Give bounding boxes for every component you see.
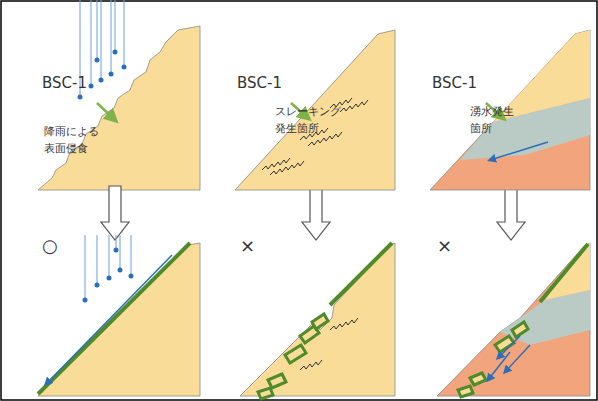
- cause-note: 降雨による 表面侵食: [44, 124, 106, 157]
- cause-note: 湧水発生 箇所: [470, 104, 528, 137]
- slope-id: BSC-1: [237, 72, 282, 95]
- result-mark: ×: [437, 232, 452, 259]
- result-mark: ○: [42, 232, 58, 259]
- cause-note: スレーキング 発生箇所: [275, 104, 353, 137]
- slope-id: BSC-1: [432, 72, 477, 95]
- result-mark: ×: [240, 232, 255, 259]
- slope-id: BSC-1: [42, 72, 87, 95]
